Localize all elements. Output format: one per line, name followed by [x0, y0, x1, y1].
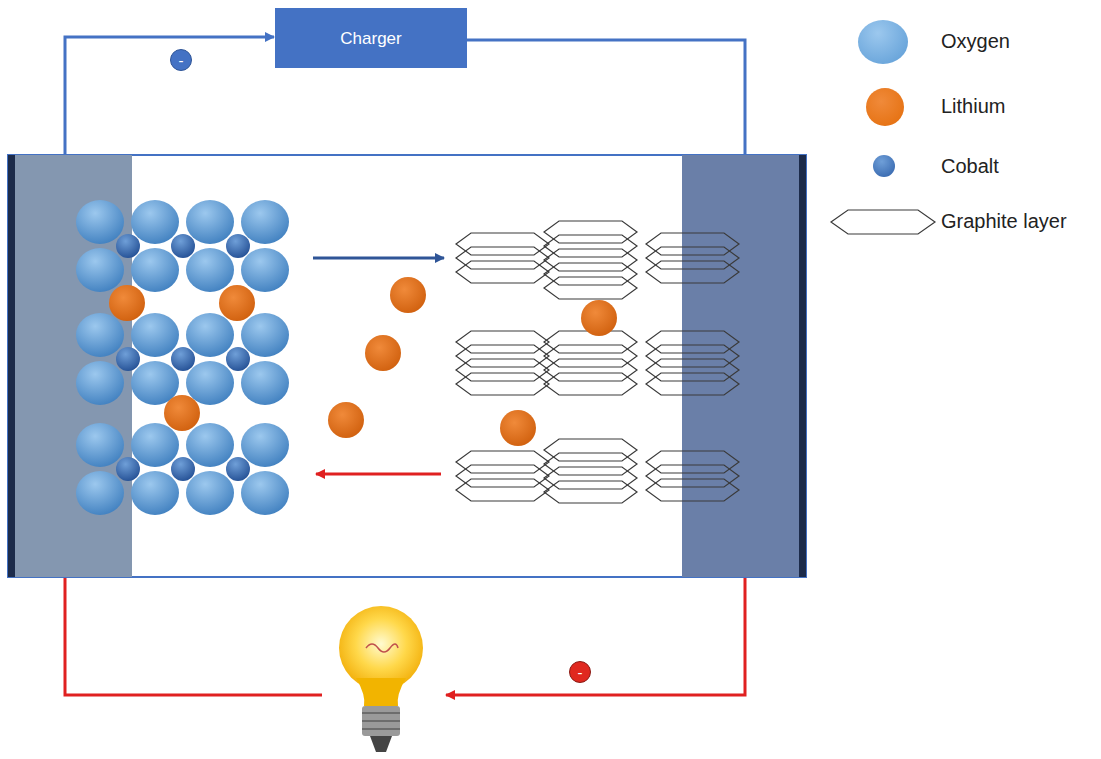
- charger-box: Charger: [275, 8, 467, 68]
- anode-collector: [682, 155, 806, 577]
- legend-label: Cobalt: [941, 155, 999, 178]
- oxygen-lattice: [76, 200, 289, 515]
- light-bulb: [322, 603, 440, 759]
- charge-wire: [65, 37, 274, 155]
- legend-swatch: [873, 155, 895, 177]
- legend-label: Graphite layer: [941, 210, 1067, 233]
- legend-swatch: [866, 88, 904, 126]
- discharge-flow-arrow: [316, 473, 441, 476]
- anode-edge: [799, 155, 806, 577]
- discharge-wire: [446, 577, 745, 695]
- electron-marker: -: [569, 661, 591, 683]
- cobalt-atoms: [116, 234, 250, 481]
- charge-flow-arrow: [313, 257, 444, 260]
- electron-marker: -: [170, 49, 192, 71]
- minus-sign: -: [179, 53, 184, 68]
- charger-label: Charger: [340, 30, 401, 47]
- legend-label: Lithium: [941, 95, 1005, 118]
- lithium-ions: [109, 277, 617, 446]
- legend-swatch: [858, 20, 908, 64]
- legend-graphite-sample: [831, 210, 935, 234]
- cathode-edge: [8, 155, 15, 577]
- cell-casing: [8, 155, 806, 577]
- graphite-layers: [456, 221, 739, 503]
- legend-label: Oxygen: [941, 30, 1010, 53]
- cathode-collector: [8, 155, 132, 577]
- charge-wire: [467, 40, 745, 155]
- discharge-wire: [65, 577, 330, 695]
- minus-sign: -: [578, 665, 583, 680]
